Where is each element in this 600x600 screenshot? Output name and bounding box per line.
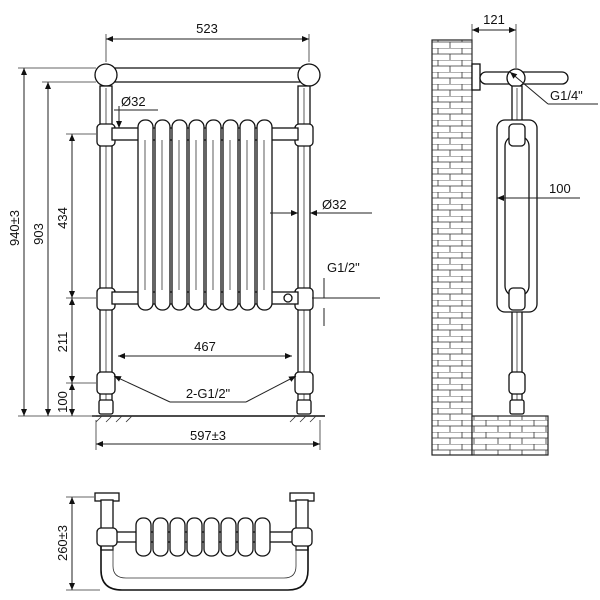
top-rail-left-cap (94, 63, 118, 87)
dim-height-total: 940±3 (7, 210, 22, 246)
dim-valve: G1/4" (550, 88, 583, 103)
dim-port-right: G1/2" (327, 260, 360, 275)
dim-height-foot: 100 (55, 391, 70, 413)
wall-bracket (471, 63, 481, 91)
brick-wall (431, 39, 473, 456)
side-joints (508, 123, 526, 415)
top-rail (102, 67, 314, 83)
dim-width-overall: 597±3 (190, 428, 226, 443)
side-radiator-inner (504, 135, 530, 297)
dim-height-panel: 434 (55, 207, 70, 229)
radiator-sections (137, 119, 273, 311)
top-view: 260±3 (55, 492, 315, 591)
right-port (283, 293, 293, 303)
top-u-rail-outer (100, 540, 309, 591)
side-valve-cap (506, 68, 526, 88)
leg-joints (96, 123, 314, 415)
dim-height-lower: 211 (55, 332, 70, 353)
top-u-rail-inner (112, 540, 297, 579)
dim-projection: 121 (483, 12, 505, 27)
dim-pipe-mid: Ø32 (322, 197, 347, 212)
floor-hatch (95, 415, 317, 423)
top-joints (96, 527, 313, 547)
dim-depth: 100 (549, 181, 571, 196)
dim-width-top: 523 (196, 21, 218, 36)
side-view: 121 G1/4" 100 (431, 12, 598, 456)
dim-pipe-top: Ø32 (121, 94, 146, 109)
dim-depth-overall: 260±3 (55, 525, 70, 561)
dim-spacing-inner: 467 (194, 339, 216, 354)
front-view: 523 940±3 903 434 211 100 Ø32 Ø32 (7, 21, 380, 450)
dim-ports-bottom: 2-G1/2" (186, 386, 231, 401)
top-rail-right-cap (297, 63, 321, 87)
top-sections (135, 517, 271, 557)
dim-height-rail: 903 (31, 223, 46, 245)
brick-floor (471, 415, 549, 456)
